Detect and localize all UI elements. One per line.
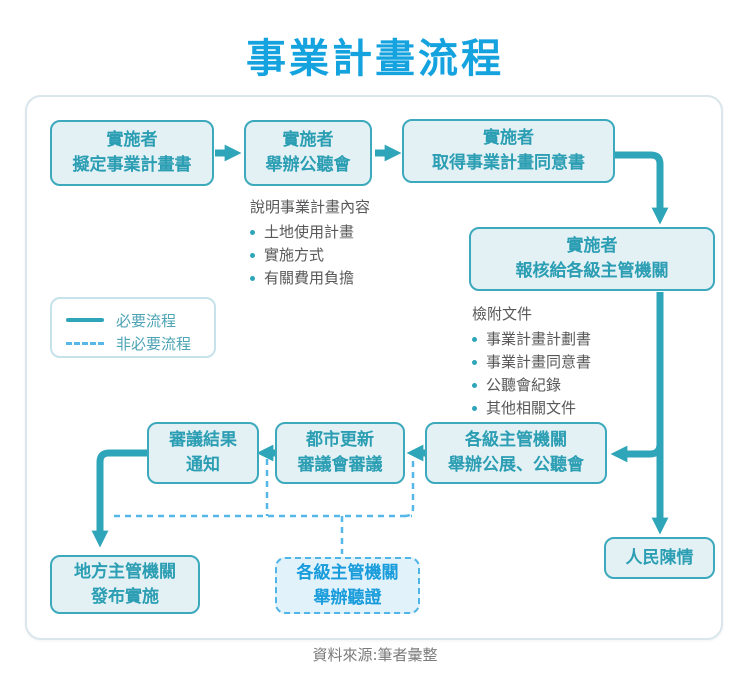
arrow-consent-to-submit bbox=[615, 151, 669, 225]
solid-line-swatch bbox=[66, 318, 104, 322]
node-authority-hearing-optional: 各級主管機關 舉辦聽證 bbox=[275, 557, 420, 614]
list-item: 事業計畫同意書 bbox=[472, 351, 652, 374]
note-attachments-header: 檢附文件 bbox=[472, 305, 533, 323]
node-public-hearing: 實施者 舉辦公聽會 bbox=[244, 120, 372, 186]
legend-row-required: 必要流程 bbox=[66, 310, 214, 330]
page-title: 事業計畫流程 bbox=[246, 36, 504, 82]
note-attachments: 檢附文件 事業計畫計劃書 事業計畫同意書 公聽會紀錄 其他相關文件 bbox=[472, 303, 652, 420]
dashed-drop-right bbox=[404, 461, 415, 518]
list-item: 實施方式 bbox=[250, 244, 430, 267]
list-item: 有關費用負擔 bbox=[250, 267, 430, 290]
list-item: 事業計畫計劃書 bbox=[472, 328, 652, 351]
list-item: 土地使用計畫 bbox=[250, 221, 430, 244]
node-draft-plan: 實施者 擬定事業計畫書 bbox=[50, 120, 214, 186]
arrow-branch-to-exhibition bbox=[610, 443, 664, 463]
node-review-result-notice: 審議結果 通知 bbox=[147, 422, 259, 484]
node-exhibition-public-hearing: 各級主管機關 舉辦公展、公聽會 bbox=[425, 422, 607, 484]
legend: 必要流程 非必要流程 bbox=[50, 297, 216, 358]
note-plan-content-list: 土地使用計畫 實施方式 有關費用負擔 bbox=[250, 221, 430, 290]
legend-label: 非必要流程 bbox=[116, 334, 192, 353]
node-submit-to-authority: 實施者 報核給各級主管機關 bbox=[469, 227, 715, 291]
arrow-result-to-publish bbox=[91, 449, 147, 548]
node-local-authority-publish: 地方主管機關 發布實施 bbox=[50, 555, 200, 614]
note-attachments-list: 事業計畫計劃書 事業計畫同意書 公聽會紀錄 其他相關文件 bbox=[472, 328, 652, 420]
legend-row-optional: 非必要流程 bbox=[66, 333, 214, 353]
note-plan-content-header: 說明事業計畫內容 bbox=[250, 198, 371, 216]
list-item: 其他相關文件 bbox=[472, 397, 652, 420]
legend-label: 必要流程 bbox=[116, 311, 177, 330]
node-people-petition: 人民陳情 bbox=[604, 537, 715, 579]
node-obtain-consent: 實施者 取得事業計畫同意書 bbox=[402, 119, 615, 183]
source-caption: 資料來源:筆者彙整 bbox=[312, 646, 438, 664]
diagram-frame: 實施者 擬定事業計畫書 實施者 舉辦公聽會 實施者 取得事業計畫同意書 實施者 … bbox=[25, 95, 723, 640]
dashed-line-swatch bbox=[66, 341, 104, 345]
list-item: 公聽會紀錄 bbox=[472, 374, 652, 397]
node-urban-renewal-committee: 都市更新 審議會審議 bbox=[275, 422, 405, 484]
note-plan-content: 說明事業計畫內容 土地使用計畫 實施方式 有關費用負擔 bbox=[250, 196, 430, 290]
